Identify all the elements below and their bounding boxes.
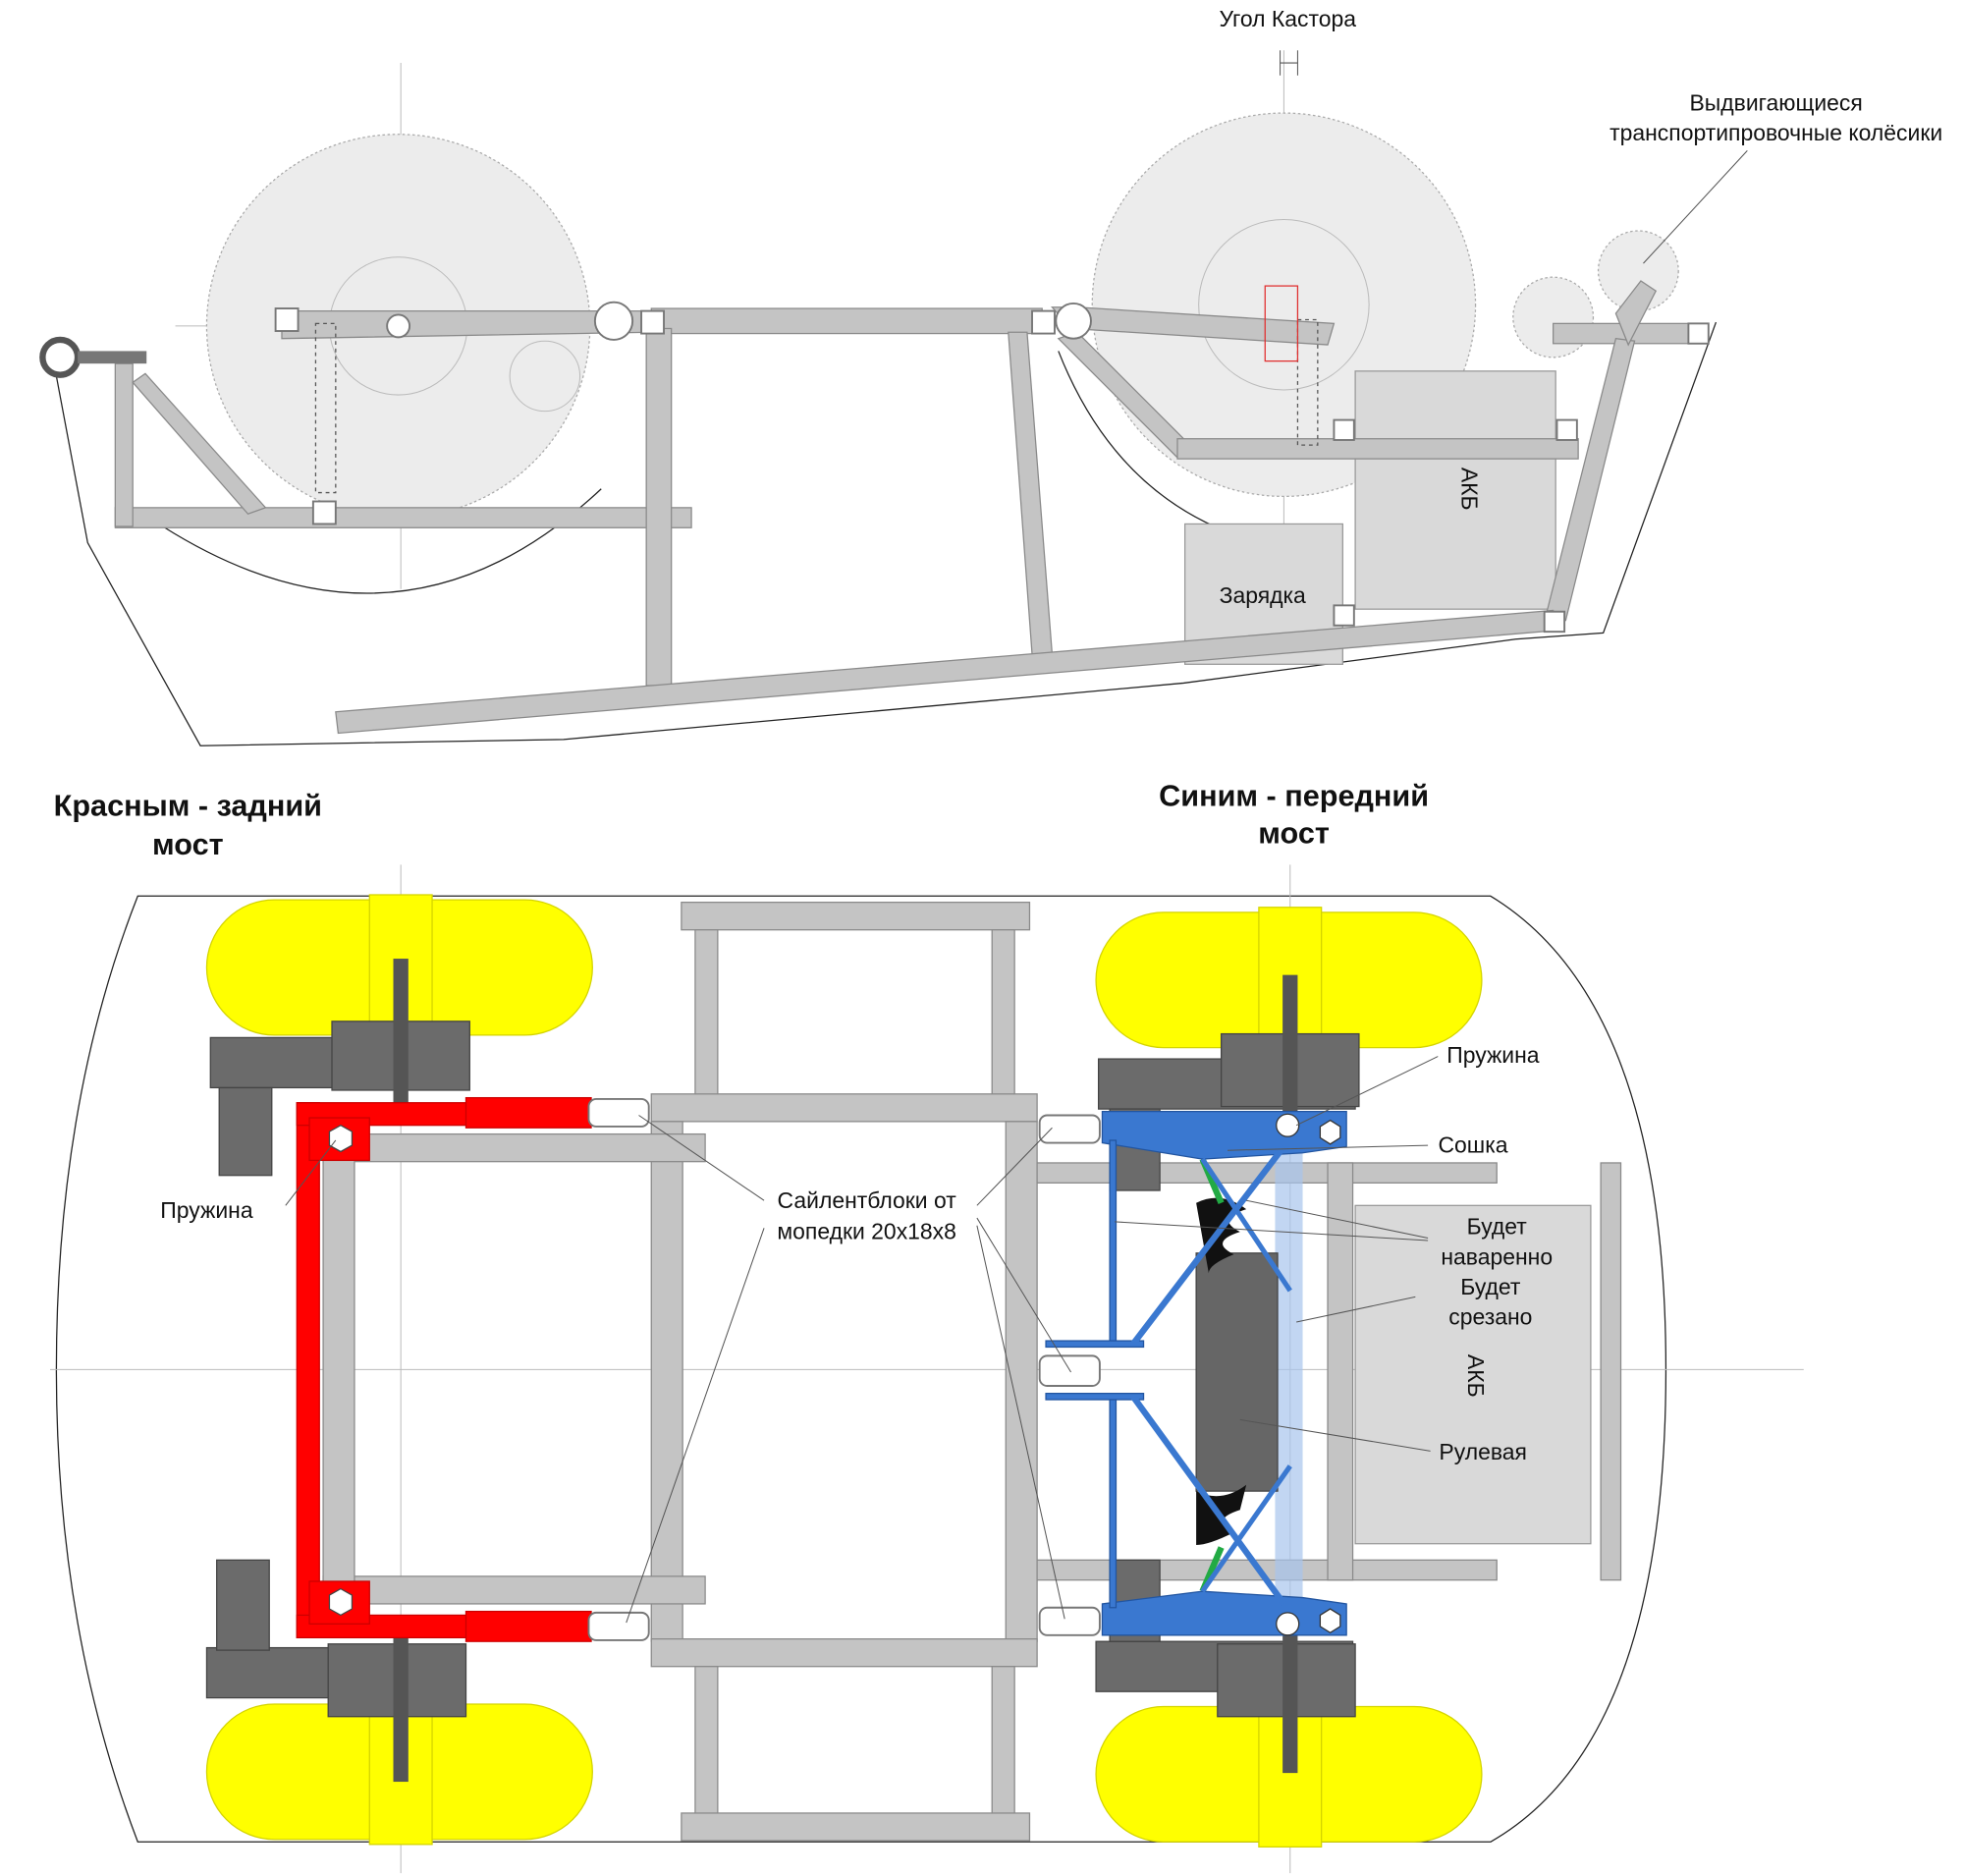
front-axle-title-1: Синим - передний xyxy=(1159,779,1429,812)
charger-label: Зарядка xyxy=(1220,582,1306,608)
battery-label-side: АКБ xyxy=(1457,468,1483,511)
to-be-welded-label-2: наваренно xyxy=(1441,1243,1553,1269)
cut-section xyxy=(1275,1133,1303,1617)
steering-label: Рулевая xyxy=(1439,1439,1527,1464)
caster-angle-label: Угол Кастора xyxy=(1219,6,1356,31)
front-spring-label: Пружина xyxy=(1446,1042,1540,1068)
transport-wheel-2 xyxy=(1597,230,1679,312)
bushings-label-2: мопедки 20х18х8 xyxy=(777,1219,956,1244)
bushings-label-1: Сайлентблоки от xyxy=(778,1187,957,1213)
rear-axle-title-1: Красным - задний xyxy=(54,790,322,823)
front-axle-title-2: мост xyxy=(1258,817,1330,851)
retractable-wheels-label-1: Выдвигающиеся xyxy=(1690,90,1863,116)
body-outline xyxy=(55,321,1718,746)
body-outline-top xyxy=(55,895,1667,1843)
pitman-arm-label: Сошка xyxy=(1438,1132,1507,1158)
tire-front-right xyxy=(1095,1700,1483,1848)
battery-label-top: АКБ xyxy=(1463,1354,1489,1398)
front-axle-frame xyxy=(1045,1111,1347,1636)
to-be-welded-label-1: Будет xyxy=(1467,1214,1528,1240)
bushings xyxy=(587,1097,1101,1641)
rear-axle-frame xyxy=(296,1096,592,1642)
rear-spring-side xyxy=(314,322,337,494)
tow-eye-icon xyxy=(39,336,82,378)
transport-wheel-1 xyxy=(1512,276,1595,359)
side-view: Угол Кастора Выдвигающиеся транспортипро… xyxy=(39,6,1942,746)
retractable-wheels-label-2: транспортипровочные колёсики xyxy=(1609,120,1942,145)
rear-axle-title-2: мост xyxy=(152,828,224,861)
top-view: Пружина Сайлентблоки от мопедки 20х18х8 … xyxy=(50,864,1804,1874)
front-spring-side xyxy=(1264,285,1319,446)
battery-box-top xyxy=(1354,1204,1592,1545)
rear-spring-label: Пружина xyxy=(160,1197,253,1223)
to-be-cut-label-1: Будет xyxy=(1460,1274,1521,1299)
to-be-cut-label-2: срезано xyxy=(1448,1303,1532,1329)
motor-front-right xyxy=(1095,1559,1356,1718)
steering-rack xyxy=(1195,1252,1279,1492)
battery-box-side xyxy=(1354,370,1556,610)
